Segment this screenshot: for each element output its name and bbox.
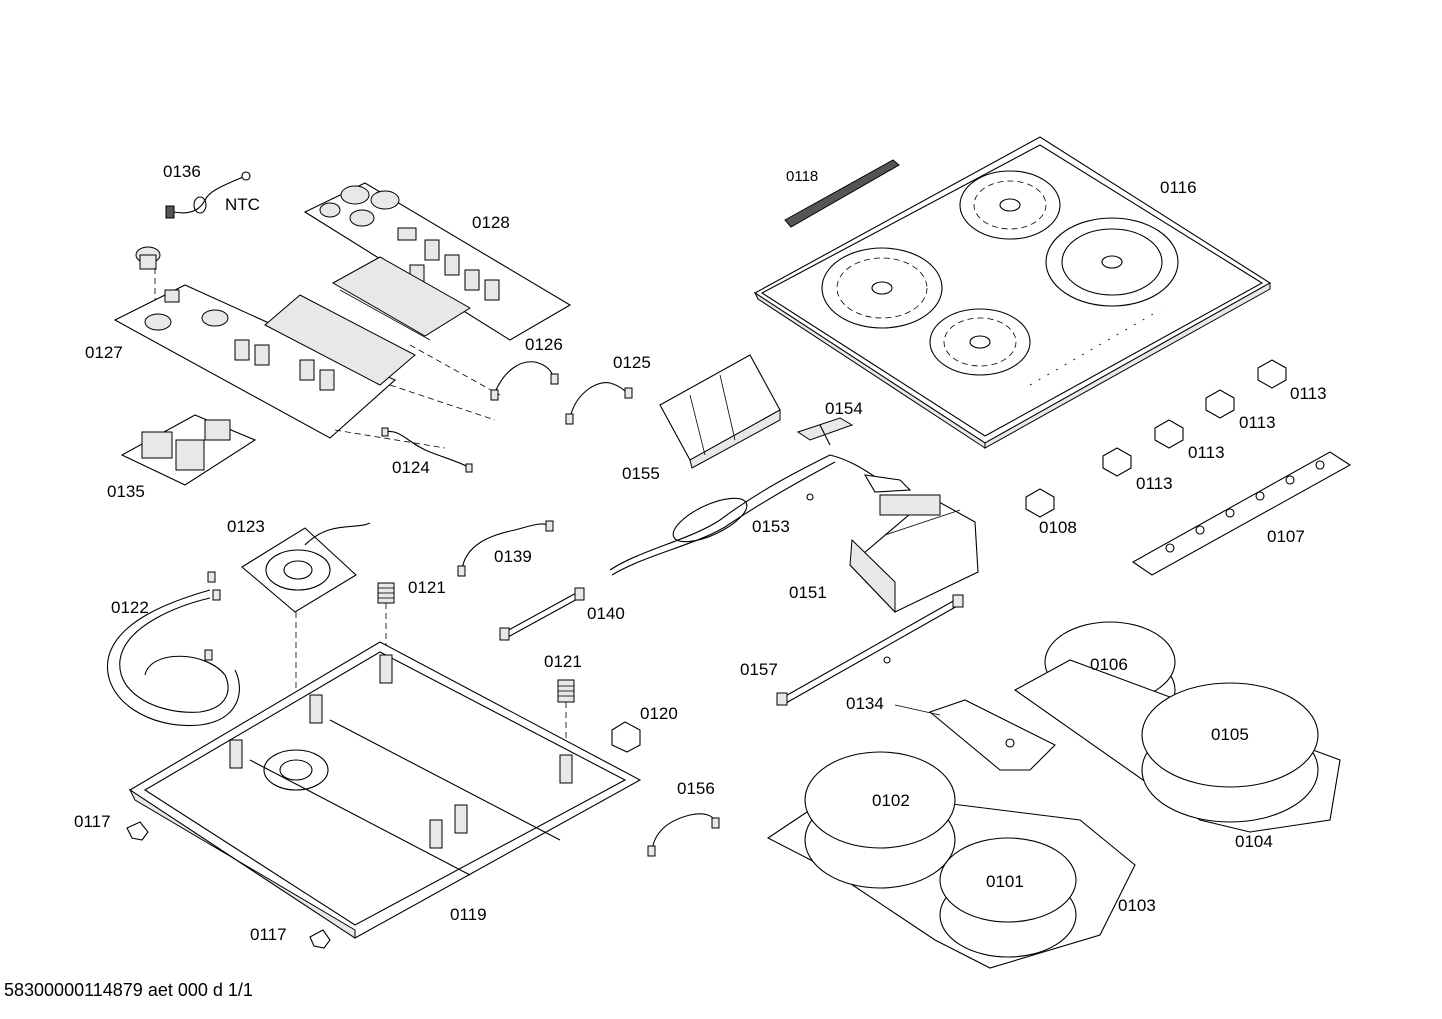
label-0139: 0139: [494, 547, 532, 566]
label-0136: 0136: [163, 162, 201, 181]
part-ribbon-cable-0157: [776, 594, 964, 706]
label-0113-c: 0113: [1188, 443, 1225, 462]
part-cable-0153: [609, 454, 912, 576]
part-sensor-key-0108: [1025, 488, 1055, 518]
part-sensor-plate-0134: [894, 699, 1056, 771]
label-0140: 0140: [587, 604, 625, 623]
part-sensor-0154: [796, 417, 854, 446]
label-0117-left: 0117: [74, 812, 111, 831]
label-0101: 0101: [986, 872, 1024, 891]
label-0118: 0118: [786, 168, 818, 185]
part-ntc-sensor: [165, 171, 251, 219]
part-sensor-key-4: [1102, 447, 1132, 477]
label-0102: 0102: [872, 791, 910, 810]
label-ntc: NTC: [225, 195, 260, 214]
part-sensor-key-1: [1257, 359, 1287, 389]
part-clip-0120: [611, 721, 641, 753]
label-0151: 0151: [789, 583, 827, 602]
label-0126: 0126: [525, 335, 563, 354]
part-mains-cable: [107, 571, 240, 727]
drawing-id-footer: 58300000114879 aet 000 d 1/1: [4, 980, 253, 1000]
label-0125: 0125: [613, 353, 651, 372]
label-0120: 0120: [640, 704, 678, 723]
label-0121-lower: 0121: [544, 652, 582, 671]
label-0105: 0105: [1211, 725, 1249, 744]
label-0154: 0154: [825, 399, 863, 418]
part-ceramic-glass-top: [753, 136, 1272, 449]
label-0155: 0155: [622, 464, 660, 483]
part-wire-harness-0124: [381, 427, 473, 473]
label-0153: 0153: [752, 517, 790, 536]
part-filter-board: [120, 414, 257, 486]
label-0104: 0104: [1235, 832, 1273, 851]
label-0103: 0103: [1118, 896, 1156, 915]
part-sensor-key-3: [1154, 419, 1184, 449]
part-clip-0117-bottom: [309, 929, 331, 949]
part-wire-harness-0139: [457, 520, 554, 577]
part-bracket-0155: [659, 354, 781, 469]
part-power-board-upper: [303, 182, 572, 341]
label-0124: 0124: [392, 458, 430, 477]
part-power-board-lower: [113, 246, 501, 449]
part-coil-0102: [804, 751, 956, 889]
label-0117-bottom: 0117: [250, 925, 287, 944]
label-0134: 0134: [846, 694, 884, 713]
label-0106: 0106: [1090, 655, 1128, 674]
part-sensor-key-2: [1205, 389, 1235, 419]
label-0127: 0127: [85, 343, 123, 362]
part-control-board: [1131, 451, 1352, 576]
part-ribbon-cable-0140: [499, 587, 585, 641]
part-coil-0105: [1141, 682, 1319, 823]
part-wire-harness-0156: [647, 813, 720, 857]
label-0116: 0116: [1160, 178, 1197, 197]
part-control-module: [849, 494, 979, 614]
label-0108: 0108: [1039, 518, 1077, 537]
part-cooling-fan: [241, 522, 371, 750]
label-0119: 0119: [450, 905, 487, 924]
label-0123: 0123: [227, 517, 265, 536]
label-0135: 0135: [107, 482, 145, 501]
label-0113-b: 0113: [1239, 413, 1276, 432]
part-bottom-housing: [128, 641, 642, 939]
label-0113-a: 0113: [1290, 384, 1327, 403]
part-seal-strip: [784, 159, 900, 228]
label-0128: 0128: [472, 213, 510, 232]
label-0107: 0107: [1267, 527, 1305, 546]
label-0113-d: 0113: [1136, 474, 1173, 493]
part-spring-upper: [377, 582, 395, 660]
part-wire-harness-0125: [565, 382, 633, 425]
part-wire-harness-0126: [490, 361, 559, 401]
label-0156: 0156: [677, 779, 715, 798]
part-coil-0101: [939, 837, 1077, 958]
label-0121-upper: 0121: [408, 578, 446, 597]
label-0122: 0122: [111, 598, 149, 617]
label-0157: 0157: [740, 660, 778, 679]
part-clip-0117-left: [126, 821, 149, 841]
